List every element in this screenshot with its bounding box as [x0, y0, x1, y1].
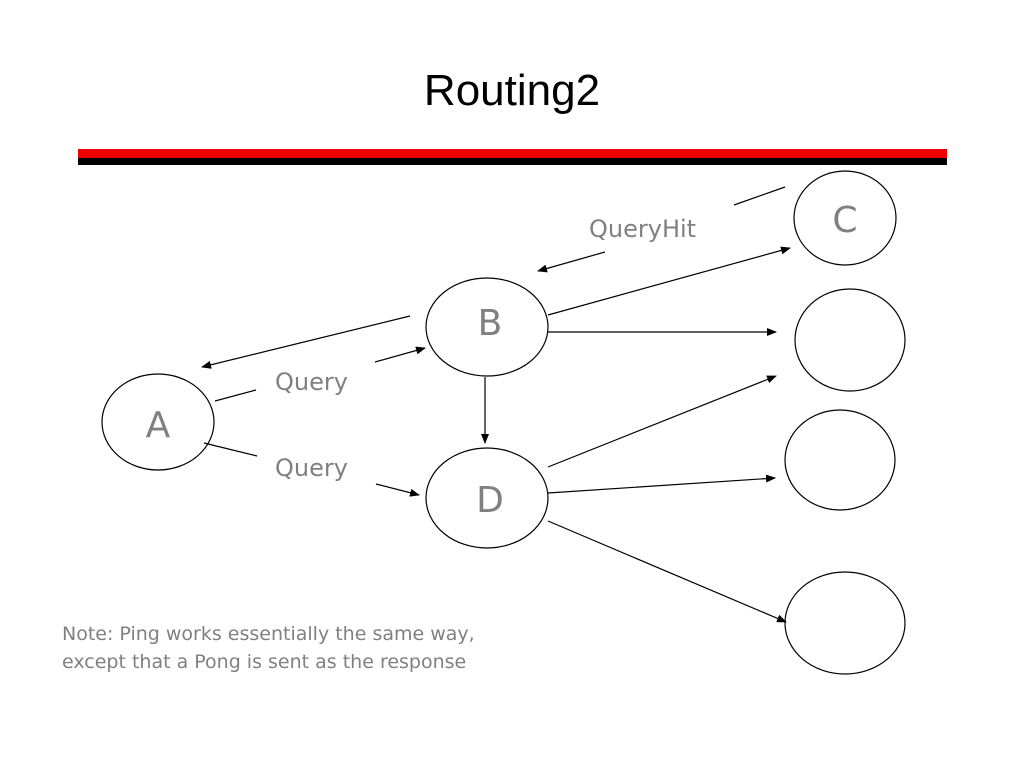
edge-a-to-d-lead	[203, 442, 258, 457]
node-d: D	[425, 447, 549, 549]
edge-b-to-a-return	[201, 315, 411, 369]
edge-label-query-upper: Query	[275, 368, 348, 396]
edge-a-to-d-arrow	[375, 483, 420, 497]
note-text: Note: Ping works essentially the same wa…	[62, 620, 622, 676]
edge-b-to-c	[547, 246, 791, 316]
node-d-circle	[425, 447, 549, 549]
node-c-label: C	[832, 200, 857, 241]
node-a-label: A	[146, 405, 171, 446]
node-a: A	[101, 373, 215, 471]
edge-a-to-b-arrow	[374, 346, 426, 363]
node-c-circle	[793, 170, 897, 266]
edge-d-to-node-1	[547, 375, 777, 468]
edge-c-to-b-lead	[733, 186, 786, 206]
note-line-1: Note: Ping works essentially the same wa…	[62, 623, 475, 645]
slide-title: Routing2	[423, 66, 601, 115]
node-c: C	[793, 170, 897, 266]
title-rule-red	[78, 149, 947, 158]
note-line-2: except that a Pong is sent as the respon…	[62, 651, 467, 673]
node-unlabeled-2	[784, 409, 896, 511]
node-d-label: D	[476, 480, 504, 521]
node-b-circle	[425, 277, 549, 377]
node-b: B	[425, 277, 549, 377]
edge-d-to-node-2	[547, 474, 776, 494]
edge-label-query-lower: Query	[275, 454, 348, 482]
edge-a-to-b-lead	[214, 389, 257, 402]
title-rule-black	[78, 158, 947, 165]
edge-c-to-b-arrow	[537, 251, 606, 273]
node-unlabeled-3	[784, 571, 906, 675]
node-a-circle	[101, 373, 215, 471]
edge-label-queryhit: QueryHit	[589, 215, 696, 243]
node-unlabeled-1	[794, 288, 906, 392]
node-b-label: B	[478, 303, 503, 344]
edge-d-to-node-3	[547, 520, 787, 623]
